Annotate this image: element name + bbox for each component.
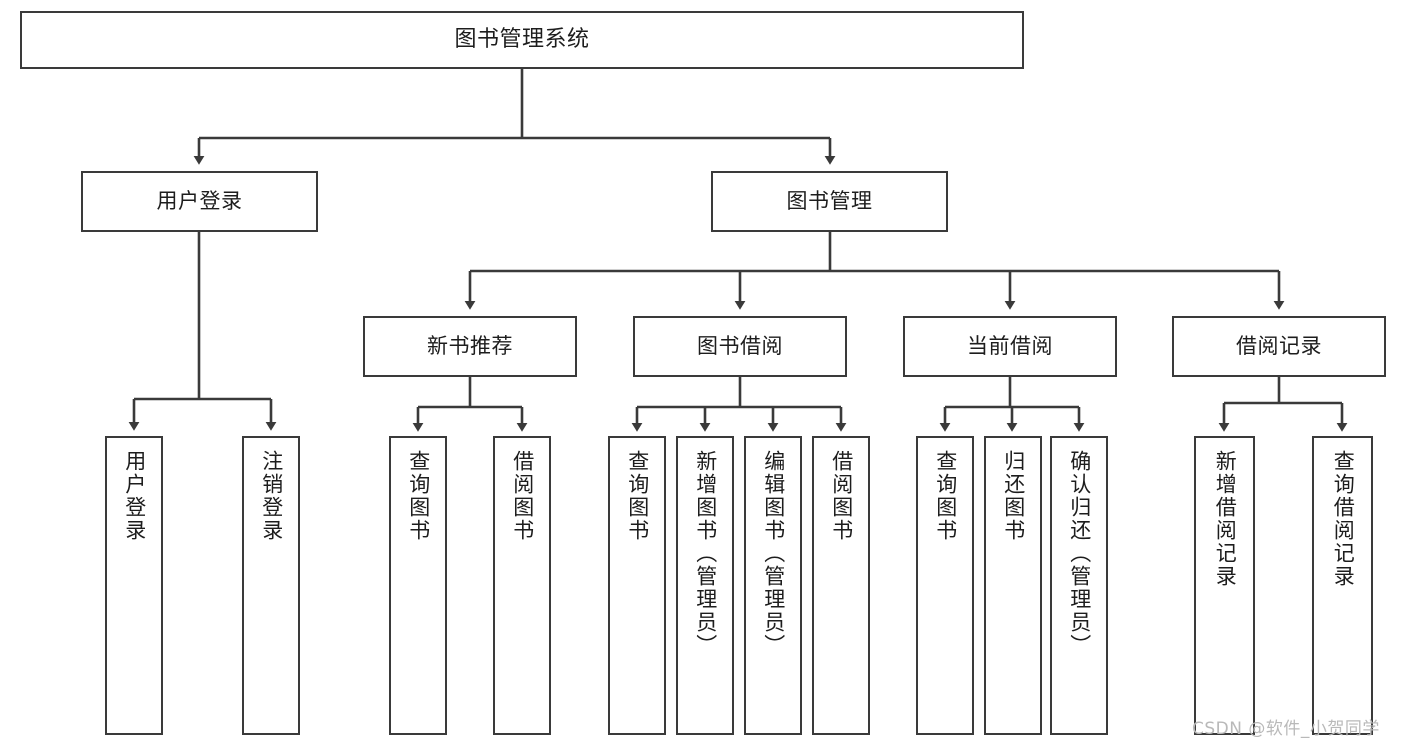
leaf-add-borrow-record[interactable]: 新增借阅记录 (1194, 436, 1255, 735)
node-label: 新书推荐 (427, 333, 513, 358)
node-current-borrow[interactable]: 当前借阅 (903, 316, 1117, 377)
node-label: 借阅图书 (510, 450, 535, 542)
leaf-add-book-admin[interactable]: 新增图书（管理员） (676, 436, 734, 735)
node-label: 用户登录 (122, 450, 147, 542)
leaf-confirm-return-admin[interactable]: 确认归还（管理员） (1050, 436, 1108, 735)
node-label: 当前借阅 (967, 333, 1053, 358)
node-label: 新增图书（管理员） (693, 450, 718, 657)
node-label: 借阅图书 (829, 450, 854, 542)
node-label: 图书借阅 (697, 333, 783, 358)
node-label: 新增借阅记录 (1213, 450, 1238, 588)
leaf-user-login[interactable]: 用户登录 (105, 436, 163, 735)
leaf-logout-login[interactable]: 注销登录 (242, 436, 300, 735)
leaf-query-book-current[interactable]: 查询图书 (916, 436, 974, 735)
leaf-return-book[interactable]: 归还图书 (984, 436, 1042, 735)
leaf-query-book-recommend[interactable]: 查询图书 (389, 436, 447, 735)
node-label: 查询图书 (625, 450, 650, 542)
node-user-login[interactable]: 用户登录 (81, 171, 318, 232)
node-label: 图书管理系统 (454, 26, 590, 52)
node-label: 借阅记录 (1236, 333, 1322, 358)
node-book-borrow[interactable]: 图书借阅 (633, 316, 847, 377)
node-borrow-record[interactable]: 借阅记录 (1172, 316, 1386, 377)
leaf-borrow-book-borrow[interactable]: 借阅图书 (812, 436, 870, 735)
leaf-query-borrow-record[interactable]: 查询借阅记录 (1312, 436, 1373, 735)
csdn-watermark: CSDN @软件_小贺同学 (1192, 719, 1380, 739)
node-label: 编辑图书（管理员） (761, 450, 786, 657)
node-label: 注销登录 (259, 450, 284, 542)
node-new-book-recommend[interactable]: 新书推荐 (363, 316, 577, 377)
node-label: 确认归还（管理员） (1067, 450, 1092, 657)
node-label: 用户登录 (156, 188, 243, 213)
node-label: 查询图书 (933, 450, 958, 542)
leaf-query-book-borrow[interactable]: 查询图书 (608, 436, 666, 735)
leaf-edit-book-admin[interactable]: 编辑图书（管理员） (744, 436, 802, 735)
node-label: 查询图书 (406, 450, 431, 542)
node-book-manage[interactable]: 图书管理 (711, 171, 948, 232)
node-label: 查询借阅记录 (1331, 450, 1356, 588)
node-root-system[interactable]: 图书管理系统 (20, 11, 1024, 69)
node-label: 归还图书 (1001, 450, 1026, 542)
leaf-borrow-book-recommend[interactable]: 借阅图书 (493, 436, 551, 735)
node-label: 图书管理 (786, 188, 873, 213)
